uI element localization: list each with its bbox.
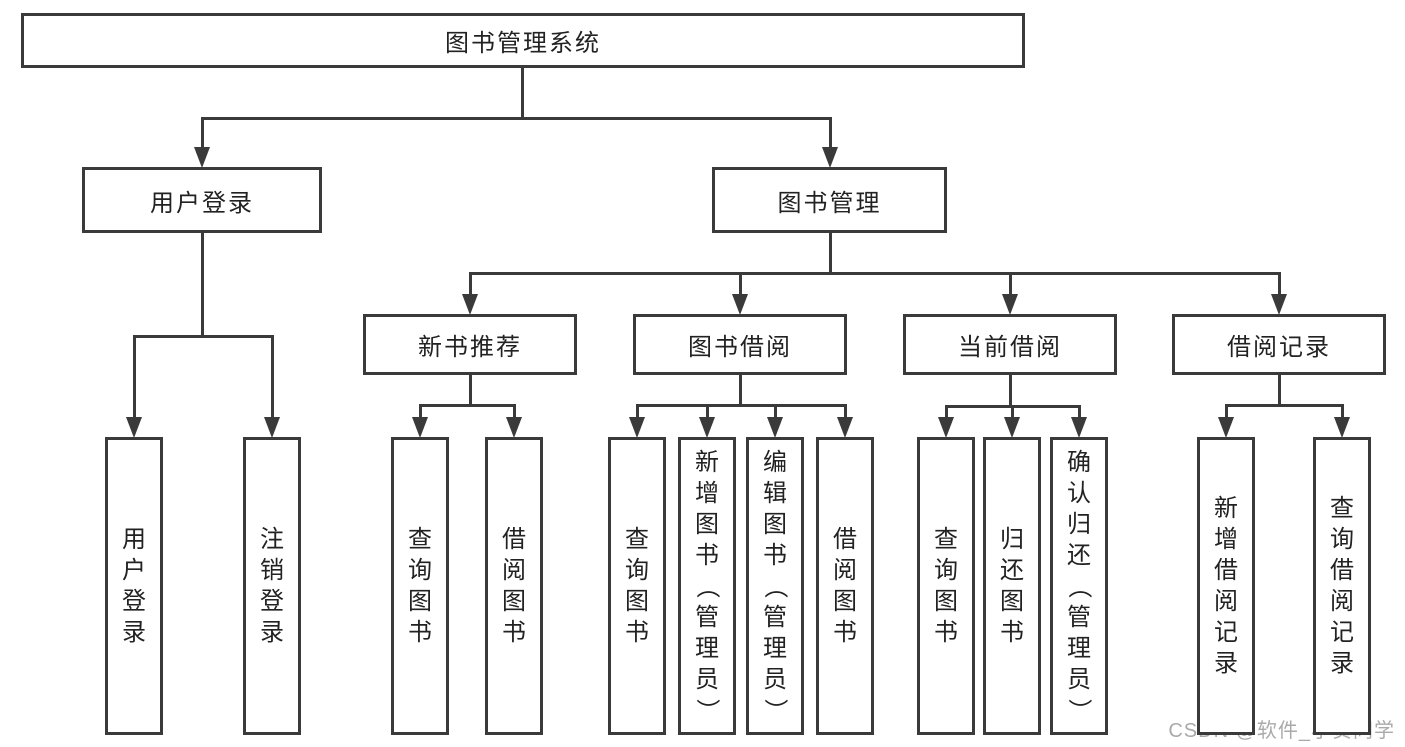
node-leaf-add-book: 新增图书（管理员）	[678, 437, 736, 735]
connector-line	[738, 273, 742, 306]
arrow-down-icon	[699, 417, 715, 438]
arrow-down-icon	[1218, 417, 1234, 438]
node-borrowing-records: 借阅记录	[1172, 314, 1386, 375]
connector-line	[1008, 273, 1012, 306]
connector-line	[468, 271, 1281, 275]
connector-line	[132, 334, 274, 338]
node-current-borrowing: 当前借阅	[903, 314, 1117, 375]
node-label-vertical: 注销登录	[260, 526, 284, 646]
node-leaf-return-book: 归还图书	[983, 437, 1041, 735]
connector-line	[1224, 403, 1344, 407]
connector-line	[270, 336, 274, 429]
node-label-vertical: 用户登录	[122, 526, 146, 646]
connector-line	[200, 233, 204, 338]
arrow-down-icon	[629, 417, 645, 438]
arrow-down-icon	[1334, 417, 1350, 438]
connector-line	[1008, 375, 1012, 408]
node-leaf-query-book-1: 查询图书	[391, 437, 449, 735]
node-leaf-query-book-3: 查询图书	[917, 437, 975, 735]
arrow-down-icon	[1002, 294, 1018, 315]
arrow-down-icon	[822, 147, 838, 168]
connector-line	[200, 118, 204, 159]
connector-line	[200, 116, 832, 120]
node-label-vertical: 查询图书	[408, 526, 432, 646]
connector-line	[418, 403, 516, 407]
arrow-down-icon	[126, 417, 142, 438]
arrow-down-icon	[1271, 294, 1287, 315]
arrow-down-icon	[462, 294, 478, 315]
connector-line	[1277, 375, 1281, 407]
node-label: 图书管理系统	[445, 30, 601, 57]
node-leaf-user-login: 用户登录	[105, 437, 163, 735]
connector-line	[1277, 273, 1281, 306]
connector-line	[635, 403, 847, 407]
node-leaf-edit-book: 编辑图书（管理员）	[746, 437, 804, 735]
arrow-down-icon	[1071, 417, 1087, 438]
node-label-vertical: 新增借阅记录	[1214, 495, 1238, 677]
node-label: 图书管理	[777, 189, 882, 217]
node-root: 图书管理系统	[21, 13, 1025, 68]
node-leaf-add-record: 新增借阅记录	[1197, 437, 1255, 735]
arrow-down-icon	[837, 417, 853, 438]
connector-line	[520, 68, 524, 120]
arrow-down-icon	[412, 417, 428, 438]
node-label-vertical: 借阅图书	[502, 526, 526, 646]
node-leaf-query-record: 查询借阅记录	[1313, 437, 1371, 735]
node-leaf-logout: 注销登录	[243, 437, 301, 735]
node-label-vertical: 查询借阅记录	[1330, 495, 1354, 677]
node-label: 新书推荐	[418, 334, 522, 361]
node-label-vertical: 归还图书	[1000, 526, 1024, 646]
connector-line	[738, 375, 742, 407]
node-leaf-borrow-book-2: 借阅图书	[816, 437, 874, 735]
node-label: 用户登录	[150, 189, 254, 217]
arrow-down-icon	[264, 417, 280, 438]
arrow-down-icon	[938, 417, 954, 438]
arrow-down-icon	[767, 417, 783, 438]
connector-line	[828, 118, 832, 159]
node-user-login: 用户登录	[82, 167, 322, 233]
node-leaf-borrow-book-1: 借阅图书	[485, 437, 543, 735]
arrow-down-icon	[732, 294, 748, 315]
node-label-vertical: 借阅图书	[833, 526, 857, 646]
node-book-borrowing: 图书借阅	[633, 314, 847, 375]
node-label-vertical: 确认归还（管理员）	[1065, 448, 1093, 723]
node-label-vertical: 查询图书	[934, 526, 958, 646]
node-label-vertical: 查询图书	[625, 526, 649, 646]
arrow-down-icon	[1004, 417, 1020, 438]
node-label-vertical: 编辑图书（管理员）	[761, 448, 789, 723]
node-label: 借阅记录	[1227, 334, 1331, 361]
arrow-down-icon	[506, 417, 522, 438]
connector-line	[468, 375, 472, 407]
connector-line	[828, 233, 832, 275]
node-book-management: 图书管理	[712, 167, 947, 233]
connector-line	[132, 336, 136, 429]
node-label: 当前借阅	[958, 334, 1062, 361]
node-new-book-recommend: 新书推荐	[363, 314, 577, 375]
node-leaf-query-book-2: 查询图书	[608, 437, 666, 735]
connector-line	[468, 273, 472, 306]
node-label-vertical: 新增图书（管理员）	[693, 448, 721, 723]
node-label: 图书借阅	[688, 334, 792, 361]
node-leaf-confirm-return: 确认归还（管理员）	[1050, 437, 1108, 735]
arrow-down-icon	[194, 147, 210, 168]
